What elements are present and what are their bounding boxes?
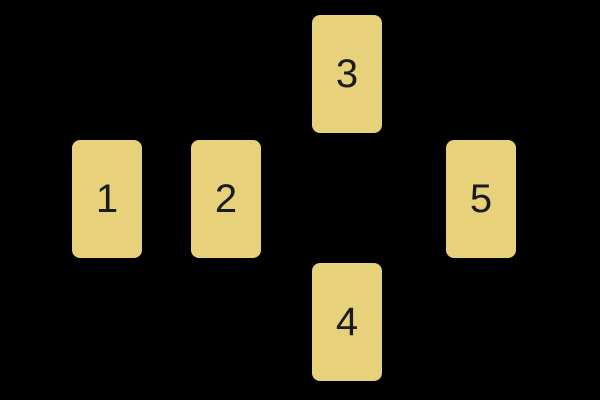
card-3-label: 3 — [335, 52, 359, 96]
card-1-label: 1 — [95, 177, 119, 221]
card-3[interactable]: 3 — [312, 15, 382, 133]
card-2-label: 2 — [214, 177, 238, 221]
card-1[interactable]: 1 — [72, 140, 142, 258]
card-5-label: 5 — [469, 177, 493, 221]
card-4[interactable]: 4 — [312, 263, 382, 381]
card-4-label: 4 — [335, 300, 359, 344]
card-2[interactable]: 2 — [191, 140, 261, 258]
card-5[interactable]: 5 — [446, 140, 516, 258]
